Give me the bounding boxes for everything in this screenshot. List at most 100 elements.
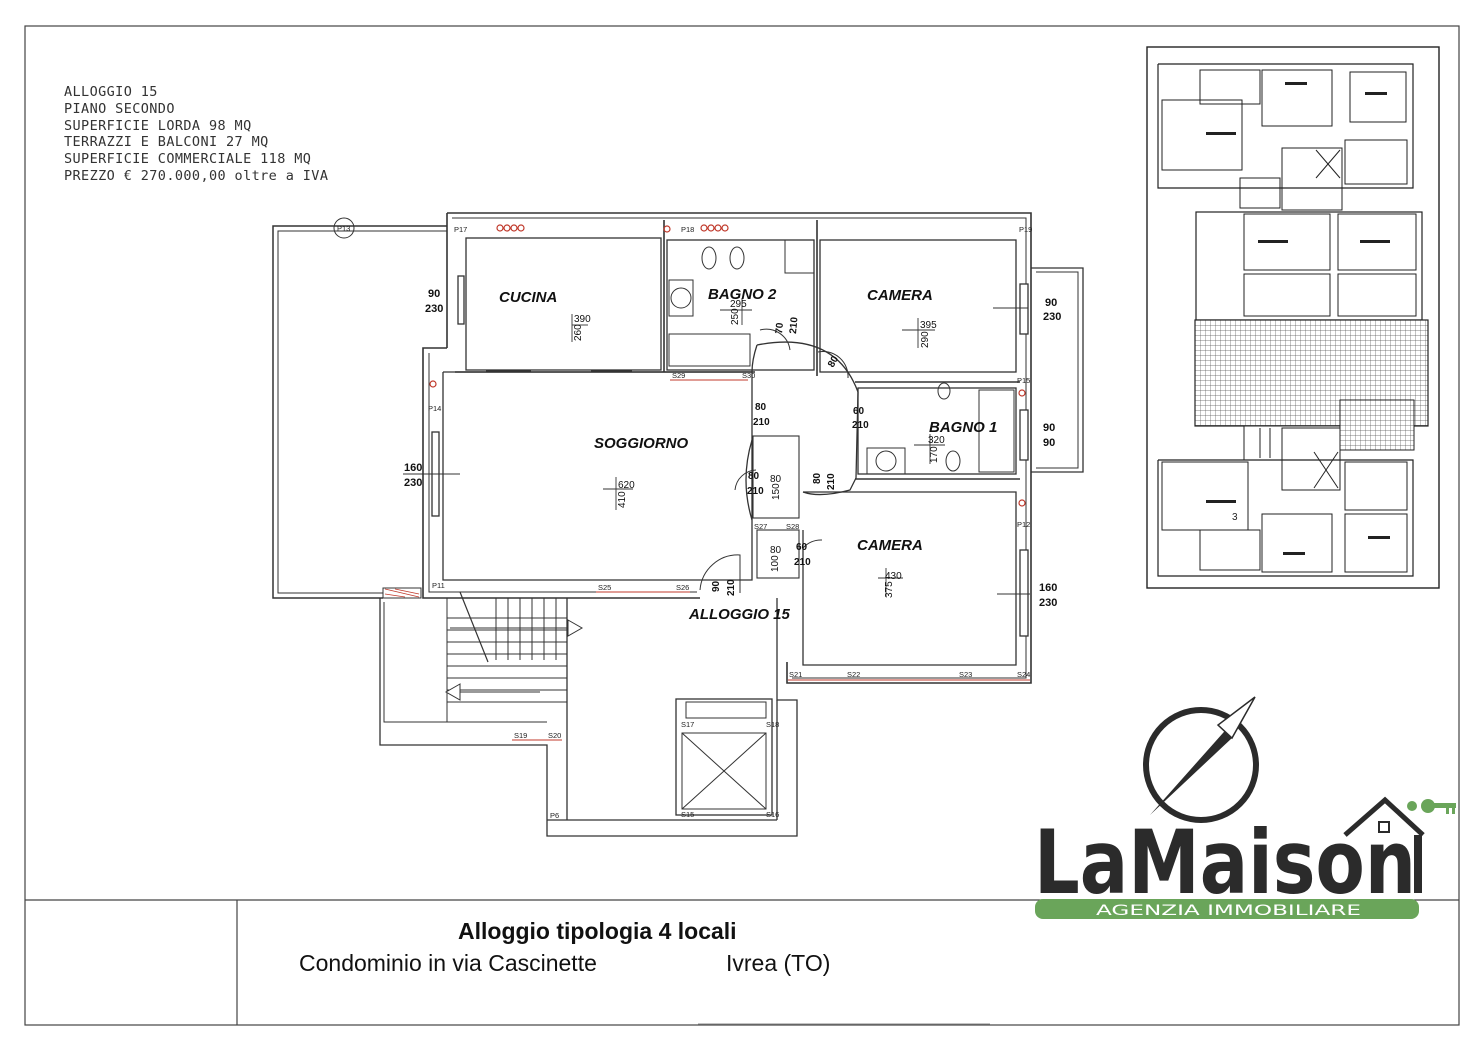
- title-block: Alloggio tipologia 4 locali Condominio i…: [237, 900, 1458, 1025]
- wall-s18: S18: [766, 720, 779, 729]
- dim-bagno2-h: 250: [730, 308, 741, 325]
- key-icon: [1407, 799, 1456, 814]
- win-camera-top-h: 230: [1043, 311, 1061, 323]
- logo-tagline: AGENZIA IMMOBILIARE: [1096, 903, 1361, 919]
- room-cucina: [465, 237, 662, 371]
- dim-soggiorno-h: 410: [617, 491, 628, 508]
- door-entry-h: 210: [726, 579, 737, 596]
- door-sogg-top-h: 210: [753, 417, 770, 428]
- pillar-p19: P19: [1019, 225, 1032, 234]
- niche1-w: 80: [770, 474, 782, 485]
- room-label-bagno-1: BAGNO 1: [929, 419, 997, 436]
- dim-camera-bottom-h: 375: [884, 581, 895, 598]
- pillar-p12: P12: [1017, 520, 1030, 529]
- door-entry-w: 90: [711, 580, 722, 592]
- wall-s16: S16: [766, 810, 779, 819]
- wall-s15: S15: [681, 810, 694, 819]
- key-plan-marker: 3: [1232, 512, 1238, 523]
- door-bagno1-w: 60: [853, 406, 865, 417]
- info-gross-area: SUPERFICIE LORDA 98 MQ: [64, 117, 252, 134]
- win-camera-top-w: 90: [1045, 297, 1057, 309]
- pillar-p11: P11: [432, 581, 445, 590]
- compass-ring-icon: [1143, 707, 1259, 823]
- door-disimpegno-w: 80: [812, 472, 823, 484]
- wall-s30: S30: [742, 371, 755, 380]
- wall-s19: S19: [514, 731, 527, 740]
- dim-camera-top-h: 290: [920, 331, 931, 348]
- apartment-info: ALLOGGIO 15 PIANO SECONDO SUPERFICIE LOR…: [64, 84, 328, 185]
- info-terraces: TERRAZZI E BALCONI 27 MQ: [64, 134, 269, 151]
- wall-s22: S22: [847, 670, 860, 679]
- terrace-left: [272, 225, 447, 599]
- dim-cucina-h: 260: [573, 324, 584, 341]
- room-label-camera-bottom: CAMERA: [857, 537, 923, 554]
- wall-s20: S20: [548, 731, 561, 740]
- title-block-title: Alloggio tipologia 4 locali: [458, 918, 737, 944]
- dim-camera-bottom-w: 430: [885, 571, 902, 582]
- room-label-soggiorno: SOGGIORNO: [594, 435, 689, 452]
- room-label-camera-top: CAMERA: [867, 287, 933, 304]
- door-camera-bot-w: 60: [796, 542, 808, 553]
- door-sogg-mid-h: 210: [747, 486, 764, 497]
- curved-corridor-wall: [756, 341, 859, 496]
- win-camera-bottom-h: 230: [1039, 597, 1057, 609]
- win-soggiorno-w: 160: [404, 462, 422, 474]
- dim-camera-top-w: 395: [920, 320, 937, 331]
- info-commercial-area: SUPERFICIE COMMERCIALE 118 MQ: [64, 151, 312, 168]
- stair-steps: [444, 591, 584, 722]
- wall-s27: S27: [754, 522, 767, 531]
- dim-cucina-w: 390: [574, 314, 591, 325]
- sheet-border: [24, 25, 1460, 1026]
- door-camera-bot-h: 210: [794, 557, 811, 568]
- room-label-bagno-2: BAGNO 2: [708, 286, 777, 303]
- dim-soggiorno-w: 620: [618, 480, 635, 491]
- key-plan: 3: [1146, 46, 1440, 589]
- dim-bagno1-w: 320: [928, 435, 945, 446]
- unit-label: ALLOGGIO 15: [688, 606, 791, 623]
- room-bagno-1: [857, 387, 1017, 475]
- wall-s25: S25: [598, 583, 611, 592]
- wall-s21: S21: [789, 670, 802, 679]
- pillar-p18: P18: [681, 225, 694, 234]
- floor-plan: [272, 212, 1084, 837]
- pillar-p17: P17: [454, 225, 467, 234]
- pillar-p13: P13: [337, 224, 350, 233]
- niche1-h: 150: [771, 483, 782, 500]
- stairwell-outline: [379, 598, 798, 837]
- logo-tagline-bar: [1035, 899, 1419, 919]
- pillar-p15: P15: [1017, 376, 1030, 385]
- room-bagno-2: [666, 239, 815, 371]
- win-camera-bottom-w: 160: [1039, 582, 1057, 594]
- wall-s17: S17: [681, 720, 694, 729]
- logo-brand-text: LaMaison: [1034, 811, 1416, 914]
- win-cucina-w: 90: [428, 288, 440, 300]
- dim-bagno1-h: 170: [929, 446, 940, 463]
- wall-s29: S29: [672, 371, 685, 380]
- info-floor: PIANO SECONDO: [64, 100, 175, 117]
- niche-2: [756, 529, 800, 579]
- wall-s23: S23: [959, 670, 972, 679]
- pillar-p13-circle: [333, 217, 355, 239]
- wall-s24: S24: [1017, 670, 1030, 679]
- door-sogg-top-w: 80: [755, 402, 767, 413]
- wall-s26: S26: [676, 583, 689, 592]
- elevator-shaft: [675, 698, 773, 816]
- door-bagno2-w: 70: [774, 322, 786, 334]
- door-bagno2-h: 210: [788, 316, 800, 334]
- la-maison-logo: LaMaison AGENZIA IMMOBILIARE: [1034, 696, 1456, 919]
- house-roof-icon: [1343, 796, 1425, 837]
- pillar-p6: P6: [550, 811, 559, 820]
- room-camera-top: [819, 239, 1017, 373]
- title-block-address: Condominio in via Cascinette: [299, 950, 597, 976]
- pillar-p14: P14: [428, 404, 441, 413]
- door-disimpegno-h: 210: [826, 473, 837, 490]
- wall-s28: S28: [786, 522, 799, 531]
- niche2-w: 80: [770, 545, 782, 556]
- win-bagno1-h: 90: [1043, 437, 1055, 449]
- win-soggiorno-h: 230: [404, 477, 422, 489]
- win-bagno1-w: 90: [1043, 422, 1055, 434]
- niche-1: [752, 435, 800, 519]
- door-camera-top-w: 80: [826, 354, 841, 370]
- win-cucina-h: 230: [425, 303, 443, 315]
- room-label-cucina: CUCINA: [499, 289, 557, 306]
